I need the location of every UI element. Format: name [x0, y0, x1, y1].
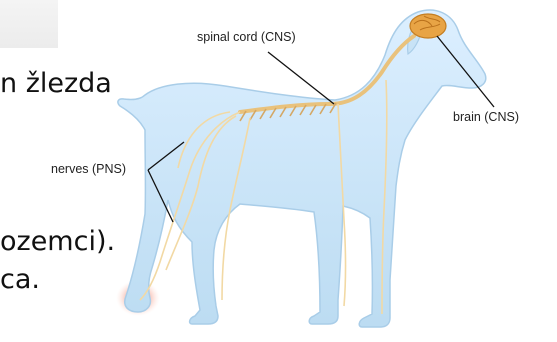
brain [410, 14, 446, 38]
brain-label: brain (CNS) [453, 110, 519, 124]
nerves-label: nerves (PNS) [51, 162, 126, 176]
dog-silhouette [118, 10, 486, 327]
spinal-cord-label: spinal cord (CNS) [197, 30, 296, 44]
slide-text-line-3: ca. [0, 266, 40, 293]
slide-text-line-1: n žlezda [0, 70, 112, 97]
slide-text-line-2: ozemci). [0, 228, 115, 255]
